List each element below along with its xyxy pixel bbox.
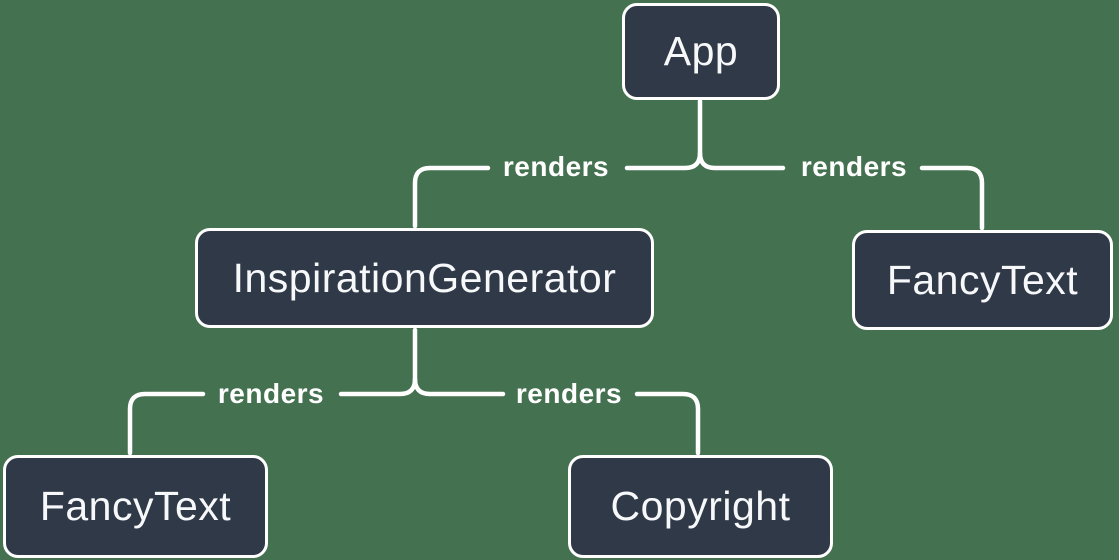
edge-inspirationgenerator-to-copyright-lower — [634, 391, 701, 456]
edge-inspirationgenerator-to-fancytext-lower — [127, 391, 206, 456]
edge-label-renders-app-fancytext: renders — [800, 151, 908, 182]
edge-app-to-inspirationgenerator-upper — [624, 98, 703, 171]
edge-label-renders-inspiration-copyright: renders — [515, 378, 623, 409]
node-fancy-text-left: FancyText — [3, 455, 268, 558]
node-inspiration-generator-label: InspirationGenerator — [232, 254, 617, 301]
node-copyright-label: Copyright — [610, 483, 791, 529]
edge-label-renders-app-inspiration: renders — [502, 151, 610, 182]
edge-inspirationgenerator-to-fancytext-upper — [338, 327, 418, 397]
edge-app-to-fancytext-lower — [919, 165, 985, 231]
node-fancy-text-left-label: FancyText — [39, 483, 232, 529]
edge-inspirationgenerator-to-copyright-upper — [412, 376, 506, 397]
edge-app-to-inspirationgenerator-lower — [412, 165, 491, 229]
node-copyright: Copyright — [568, 455, 833, 558]
node-app: App — [622, 3, 780, 100]
node-inspiration-generator: InspirationGenerator — [195, 228, 654, 328]
node-fancy-text-right: FancyText — [852, 230, 1113, 330]
node-fancy-text-right-label: FancyText — [886, 256, 1079, 303]
node-app-label: App — [663, 28, 739, 74]
edge-app-to-fancytext-upper — [697, 150, 786, 171]
edge-label-renders-inspiration-fancytext: renders — [217, 378, 325, 409]
